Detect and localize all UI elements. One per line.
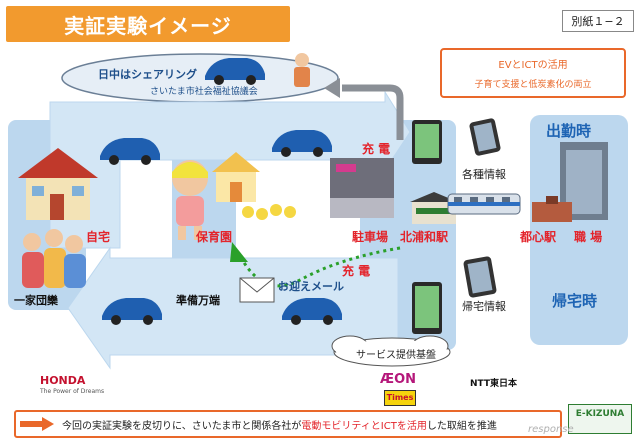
train-icon xyxy=(447,193,521,215)
info-return-label: 帰宅情報 xyxy=(462,300,506,313)
kitaurawa-location-label: 北浦和駅 xyxy=(400,230,449,244)
info-various-label: 各種情報 xyxy=(462,168,506,181)
parking-location-label: 駐車場 xyxy=(352,230,389,244)
honda-logo: HONDA xyxy=(40,374,86,387)
footer-text-highlight: 電動モビリティとICTを活用 xyxy=(301,421,427,432)
ev-ict-heading: EVとICTの活用 xyxy=(498,60,568,71)
grey-arrow-head xyxy=(324,78,340,98)
footer-arrow-icon xyxy=(20,417,54,431)
pickup-mail-label: お迎えメール xyxy=(278,280,344,293)
chick-icons xyxy=(242,204,296,220)
mail-envelope-icon xyxy=(239,277,275,303)
ekizuna-logo: E-KIZUNA xyxy=(575,409,625,419)
ntt-logo: NTT東日本 xyxy=(470,379,518,389)
tablet-icon-top xyxy=(469,118,501,156)
green-dotted-path xyxy=(236,246,401,288)
aeon-mall-icon xyxy=(330,158,394,218)
ready-label: 準備万端 xyxy=(176,294,220,307)
city-station-label: 都心駅 xyxy=(520,230,557,244)
times-logo-box: Times xyxy=(384,390,416,406)
commute-to-label: 出勤時 xyxy=(546,122,592,140)
charging-station-device-bottom xyxy=(412,282,442,334)
commute-home-label: 帰宅時 xyxy=(552,292,598,310)
charging-station-device-top xyxy=(412,120,442,164)
tokyo-station-icon xyxy=(532,196,572,222)
service-platform-label: サービス提供基盤 xyxy=(356,350,436,361)
watermark: response xyxy=(528,424,574,435)
tablet-icon-bottom xyxy=(463,256,497,298)
car-sharing xyxy=(205,58,265,85)
page-title: 実証実験イメージ xyxy=(64,13,232,38)
car-top-left xyxy=(100,138,160,165)
welfare-council-label: さいたま市社会福祉協議会 xyxy=(150,87,258,97)
nursery-building-icon xyxy=(212,152,260,202)
ev-ict-subtitle: 子育て支援と低炭素化の両立 xyxy=(474,80,592,90)
family-icon xyxy=(22,229,86,288)
footer-text: 今回の実証実験を皮切りに、さいたま市と関係各社が電動モビリティとICTを活用した… xyxy=(62,417,497,432)
car-bottom-left xyxy=(102,298,162,325)
house-icon xyxy=(18,148,98,220)
daytime-sharing-label: 日中はシェアリング xyxy=(98,68,197,81)
footer-banner: 今回の実証実験を皮切りに、さいたま市と関係各社が電動モビリティとICTを活用した… xyxy=(14,410,562,438)
workplace-label: 職 場 xyxy=(574,230,603,244)
nursery-location-label: 保育園 xyxy=(196,230,233,244)
grey-arrow-shaft xyxy=(342,84,404,140)
footer-text-part2: した取組を推進 xyxy=(426,421,497,432)
honda-tagline: The Power of Dreams xyxy=(40,388,105,395)
ev-ict-box: EVとICTの活用 子育て支援と低炭素化の両立 xyxy=(440,48,626,98)
family-label: 一家団欒 xyxy=(14,294,58,307)
kitaurawa-station-icon xyxy=(410,192,458,224)
ekizuna-logo-box: E-KIZUNA xyxy=(568,404,632,434)
home-location-label: 自宅 xyxy=(86,230,111,244)
girl-icon xyxy=(172,160,208,240)
green-path-arrowhead xyxy=(230,242,248,262)
car-bottom-right xyxy=(282,298,342,325)
footer-text-part1: 今回の実証実験を皮切りに、さいたま市と関係各社が xyxy=(62,421,302,432)
social-welfare-person-icon xyxy=(294,53,310,87)
service-platform-cloud xyxy=(331,335,451,367)
car-top-right xyxy=(272,130,332,157)
page-title-box: 実証実験イメージ xyxy=(6,6,290,42)
times-logo: Times xyxy=(386,393,414,402)
charge-label-top: 充 電 xyxy=(362,142,391,156)
aeon-logo: ÆON xyxy=(380,372,417,387)
charge-label-bottom: 充 電 xyxy=(342,264,371,278)
attachment-label: 別紙１−２ xyxy=(562,10,634,32)
